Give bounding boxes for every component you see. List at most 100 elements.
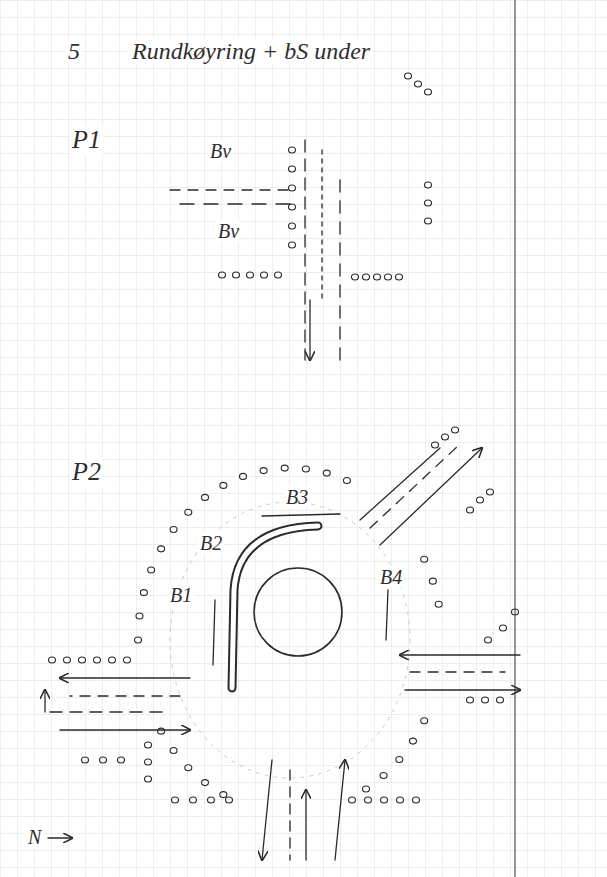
curb-mark (124, 657, 131, 663)
curb-mark (135, 637, 142, 643)
curb-mark (467, 697, 474, 703)
curb-mark (500, 625, 507, 631)
margin-line (514, 0, 515, 877)
curb-mark (185, 509, 192, 515)
curb-mark (421, 556, 428, 562)
curb-mark (247, 272, 254, 278)
curb-mark (158, 728, 165, 734)
curb-mark (429, 578, 436, 584)
direction-arrow (44, 690, 45, 712)
road-line (213, 600, 215, 665)
curb-mark (343, 478, 350, 484)
curb-mark (275, 272, 282, 278)
curb-mark (425, 182, 432, 188)
direction-arrow (60, 677, 190, 678)
curb-mark (145, 776, 152, 782)
curb-mark (190, 797, 197, 803)
road-line (170, 189, 290, 190)
curb-mark (170, 748, 177, 754)
road-line (262, 514, 340, 516)
curb-mark (289, 166, 296, 172)
curb-mark (220, 482, 227, 488)
direction-arrow (380, 448, 482, 545)
central-island (254, 568, 342, 656)
curb-mark (374, 274, 381, 280)
curb-mark (365, 797, 372, 803)
curb-mark (352, 274, 359, 280)
curb-mark (477, 497, 484, 503)
curb-mark (409, 738, 416, 744)
curb-mark (380, 773, 387, 779)
curb-mark (435, 601, 442, 607)
road-line (50, 711, 170, 712)
road-line (70, 695, 180, 696)
curb-mark (289, 185, 296, 191)
part-label: P2 (70, 458, 103, 487)
page-number: 5 (66, 38, 82, 64)
curb-mark (405, 73, 412, 79)
direction-arrow (405, 689, 520, 690)
curb-mark (512, 609, 519, 615)
curb-mark (202, 780, 209, 786)
curb-mark (302, 466, 309, 472)
road-line (304, 140, 305, 360)
curb-mark (363, 786, 370, 792)
curb-mark (323, 470, 330, 476)
road-line (289, 770, 290, 860)
curb-mark (381, 797, 388, 803)
curb-mark (226, 797, 233, 803)
road-line (360, 448, 440, 520)
curb-mark (467, 507, 474, 513)
road-line (410, 671, 505, 672)
curb-mark (148, 567, 155, 573)
curb-mark (289, 242, 296, 248)
curb-mark (220, 792, 227, 798)
curb-mark (82, 757, 89, 763)
curb-mark (240, 473, 247, 479)
curb-mark (289, 204, 296, 210)
curb-mark (202, 494, 209, 500)
curb-mark (482, 697, 489, 703)
curb-mark (118, 757, 125, 763)
direction-arrow (305, 790, 306, 860)
direction-arrow (262, 760, 272, 860)
curb-mark (49, 657, 56, 663)
lane-fill (232, 526, 318, 688)
curb-mark (261, 272, 268, 278)
curb-mark (158, 546, 165, 552)
curb-mark (425, 200, 432, 206)
road-line (321, 150, 322, 300)
curb-mark (145, 742, 152, 748)
curb-mark (219, 272, 226, 278)
zone-label: Bv (208, 140, 233, 162)
inner-ring (170, 502, 410, 778)
curb-mark (442, 434, 449, 440)
curb-mark (415, 81, 422, 87)
direction-arrow (335, 760, 345, 860)
curb-mark (452, 427, 459, 433)
curb-mark (432, 442, 439, 448)
zone-label: B1 (168, 584, 194, 606)
curb-mark (485, 637, 492, 643)
curb-mark (425, 218, 432, 224)
curb-mark (100, 757, 107, 763)
curb-mark (396, 274, 403, 280)
curb-mark (109, 657, 116, 663)
curb-mark (363, 274, 370, 280)
part-label: P1 (70, 126, 103, 155)
zone-label: Bv (216, 220, 241, 242)
curb-mark (397, 797, 404, 803)
curb-mark (289, 147, 296, 153)
zone-label: B3 (284, 486, 310, 508)
road-line (370, 446, 458, 528)
curb-mark (136, 613, 143, 619)
direction-arrow (309, 300, 310, 360)
curb-mark (140, 590, 147, 596)
curb-mark (233, 272, 240, 278)
curb-mark (208, 797, 215, 803)
north-label: N (26, 826, 43, 848)
sketch-title: Rundkøyring + bS under (130, 38, 372, 64)
curb-mark (289, 223, 296, 229)
